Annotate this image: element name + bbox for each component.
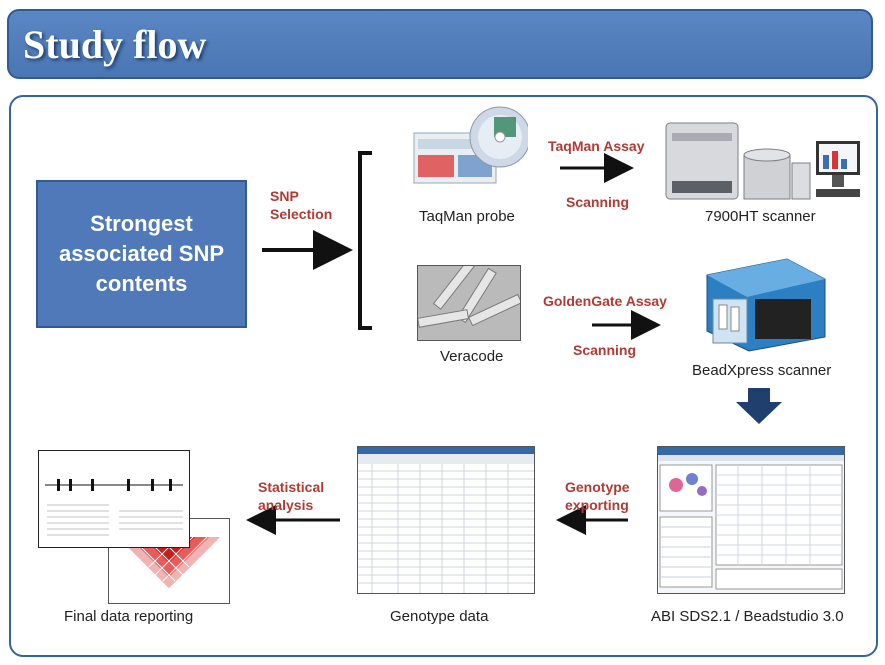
- snp-contents-box: Strongest associated SNP contents: [36, 180, 247, 328]
- scanner-7900ht-caption: 7900HT scanner: [705, 208, 816, 225]
- genotype-data-spreadsheet: [357, 446, 535, 594]
- taqman-assay-label: TaqMan Assay: [548, 138, 645, 154]
- page-title: Study flow: [23, 22, 207, 67]
- veracode-caption: Veracode: [440, 348, 504, 365]
- down-arrow: [736, 388, 782, 424]
- branch-bracket: [358, 151, 372, 330]
- association-report-image: [38, 450, 190, 548]
- abi-sds-screenshot: [657, 446, 845, 594]
- taqman-probe-image: [413, 106, 528, 184]
- goldengate-assay-label: GoldenGate Assay: [543, 293, 667, 309]
- title-banner: Study flow: [7, 9, 873, 79]
- scanner-7900ht-image: [665, 122, 860, 200]
- beadxpress-caption: BeadXpress scanner: [692, 362, 832, 379]
- beadxpress-scanner-image: [706, 258, 826, 352]
- genotype-exporting-label: Genotype exporting: [565, 479, 630, 513]
- scanning-label-top: Scanning: [566, 194, 630, 210]
- taqman-probe-caption: TaqMan probe: [419, 208, 515, 225]
- veracode-image: [417, 265, 521, 341]
- abi-sds-caption: ABI SDS2.1 / Beadstudio 3.0: [651, 608, 844, 625]
- scanning-label-bottom: Scanning: [573, 342, 637, 358]
- final-report-caption: Final data reporting: [64, 608, 194, 625]
- statistical-analysis-label: Statistical analysis: [258, 479, 325, 513]
- genotype-data-caption: Genotype data: [390, 608, 489, 625]
- snp-selection-label: SNP Selection: [270, 188, 333, 222]
